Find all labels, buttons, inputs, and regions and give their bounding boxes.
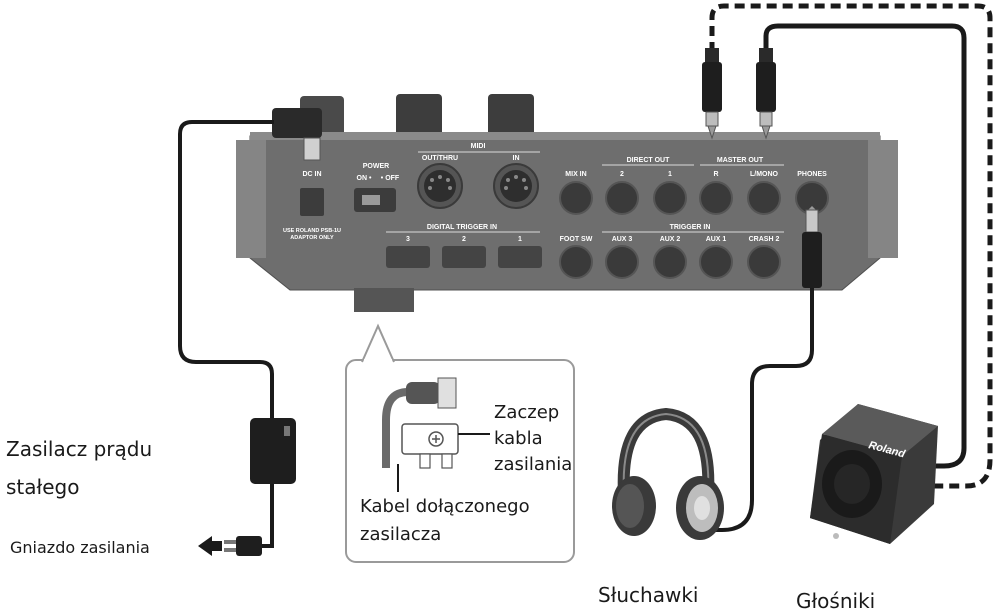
direct-out-1-jack[interactable] <box>653 181 687 215</box>
midi-label: MIDI <box>471 143 486 150</box>
quarter-inch-jack-icon <box>756 48 776 140</box>
trigger-aux2-label: AUX 2 <box>660 236 681 243</box>
master-out-r-jack[interactable] <box>699 181 733 215</box>
cable-hook-icon <box>382 377 490 492</box>
speakers-label: Głośniki <box>796 589 875 613</box>
digital-trigger-1-label: 1 <box>518 236 522 243</box>
outlet-arrow-icon <box>198 536 222 556</box>
power-off-label: • OFF <box>381 175 400 182</box>
mix-in-label: MIX IN <box>565 171 586 178</box>
dc-in-label: DC IN <box>302 171 321 178</box>
trigger-aux3-jack[interactable] <box>605 245 639 279</box>
headphones-label: Słuchawki <box>598 583 698 607</box>
direct-out-2-label: 2 <box>620 171 624 178</box>
trigger-crash2-label: CRASH 2 <box>749 236 780 243</box>
ac-plug-icon <box>224 536 262 556</box>
power-on-label: ON • <box>357 175 372 182</box>
quarter-inch-jack-icon <box>702 48 722 140</box>
trigger-aux2-jack[interactable] <box>653 245 687 279</box>
hook-label-line2: kabla <box>494 428 543 449</box>
dc-plug-icon <box>272 108 322 161</box>
cable-label-line2: zasilacza <box>360 524 441 545</box>
monitor-speaker-icon <box>810 404 938 544</box>
digital-trigger-1-port[interactable] <box>498 246 542 268</box>
master-out-l-cable <box>763 23 967 469</box>
adapter-brick-icon <box>250 418 296 484</box>
ac-cable <box>260 484 274 548</box>
foot-sw-jack[interactable] <box>559 245 593 279</box>
top-knobs <box>300 94 534 138</box>
adapter-label-line2: stałego <box>6 475 79 499</box>
hook-label-line3: zasilania <box>494 454 572 475</box>
master-out-r-dashed-cable <box>709 3 993 489</box>
hook-label-line1: Zaczep <box>494 402 559 423</box>
digital-trigger-3-label: 3 <box>406 236 410 243</box>
foot-sw-label: FOOT SW <box>560 236 593 243</box>
digital-trigger-2-label: 2 <box>462 236 466 243</box>
power-label: POWER <box>363 163 389 170</box>
direct-out-2-jack[interactable] <box>605 181 639 215</box>
master-out-l-mono-jack[interactable] <box>747 181 781 215</box>
cable-hook-callout <box>345 323 575 563</box>
phones-label: PHONES <box>797 171 827 178</box>
digital-trigger-in-label: DIGITAL TRIGGER IN <box>427 224 497 231</box>
adaptor-note-2: ADAPTOR ONLY <box>290 235 334 241</box>
headphones-icon <box>612 407 724 540</box>
adapter-label-line1: Zasilacz prądu <box>6 437 152 461</box>
headphones-cable <box>700 288 814 532</box>
midi-in-port[interactable] <box>493 163 539 209</box>
outlet-label: Gniazdo zasilania <box>10 538 150 557</box>
cable-label-line1: Kabel dołączonego <box>360 496 530 517</box>
trigger-aux1-label: AUX 1 <box>706 236 727 243</box>
adaptor-note-1: USE ROLAND PSB-1U <box>283 228 341 234</box>
digital-trigger-3-port[interactable] <box>386 246 430 268</box>
master-out-label: MASTER OUT <box>717 157 764 164</box>
trigger-aux1-jack[interactable] <box>699 245 733 279</box>
trigger-in-label: TRIGGER IN <box>670 224 711 231</box>
master-out-r-label: R <box>713 171 718 178</box>
midi-in-label: IN <box>513 155 520 162</box>
midi-out-thru-label: OUT/THRU <box>422 155 458 162</box>
drum-module-back-panel <box>236 132 898 312</box>
trigger-crash2-jack[interactable] <box>747 245 781 279</box>
dc-power-cable <box>178 120 274 420</box>
mix-in-jack[interactable] <box>559 181 593 215</box>
trigger-aux3-label: AUX 3 <box>612 236 633 243</box>
digital-trigger-2-port[interactable] <box>442 246 486 268</box>
midi-out-thru-port[interactable] <box>417 163 463 209</box>
dc-in-jack[interactable] <box>300 188 324 216</box>
quarter-inch-jack-icon <box>802 206 822 288</box>
master-out-l-mono-label: L/MONO <box>750 171 779 178</box>
direct-out-label: DIRECT OUT <box>627 157 671 164</box>
direct-out-1-label: 1 <box>668 171 672 178</box>
